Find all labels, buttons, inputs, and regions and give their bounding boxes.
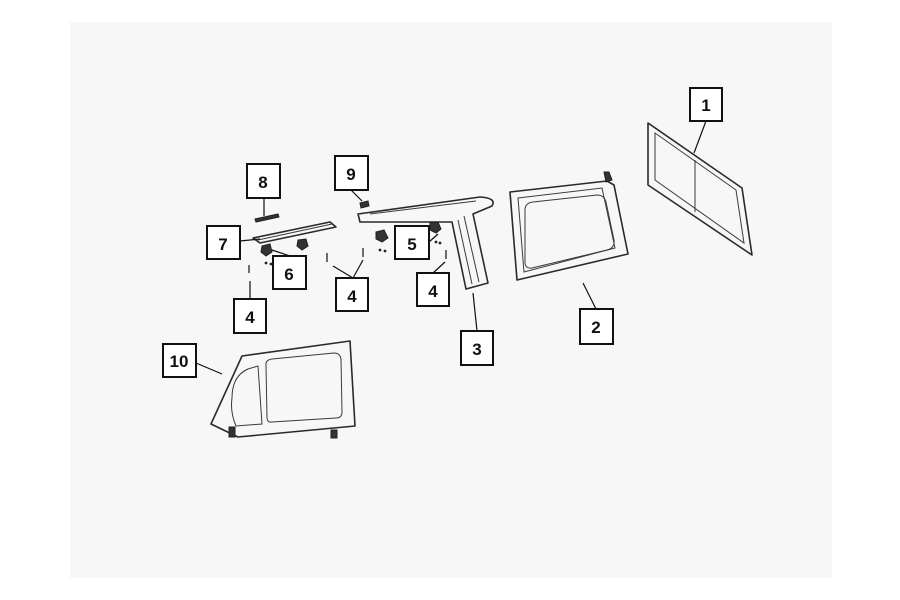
callout-10: 10 bbox=[162, 343, 197, 378]
callout-4-left: 4 bbox=[233, 298, 267, 334]
callout-4-right-label: 4 bbox=[428, 282, 438, 301]
part-clip bbox=[254, 213, 280, 223]
callout-8-label: 8 bbox=[258, 173, 267, 192]
callout-4-middle-label: 4 bbox=[347, 287, 357, 306]
callout-6-label: 6 bbox=[284, 265, 293, 284]
part-bracket bbox=[359, 200, 370, 209]
callout-3: 3 bbox=[460, 330, 494, 366]
callout-7: 7 bbox=[206, 225, 241, 260]
callout-4-middle: 4 bbox=[335, 277, 369, 312]
callout-9: 9 bbox=[334, 155, 369, 191]
part-latches-right bbox=[375, 221, 442, 243]
callout-5: 5 bbox=[394, 225, 430, 260]
callout-2-label: 2 bbox=[591, 318, 600, 337]
callout-4-left-label: 4 bbox=[245, 308, 255, 327]
leader-lines bbox=[195, 120, 707, 375]
callout-5-label: 5 bbox=[407, 235, 416, 254]
callout-8: 8 bbox=[246, 163, 281, 199]
callout-1-label: 1 bbox=[701, 96, 710, 115]
callout-2: 2 bbox=[579, 308, 614, 345]
part-front-quarter-panel bbox=[210, 340, 356, 439]
callout-7-label: 7 bbox=[218, 235, 227, 254]
part-header-rail bbox=[252, 221, 337, 244]
part-side-window bbox=[509, 171, 629, 281]
callout-4-right: 4 bbox=[416, 272, 450, 307]
part-screws bbox=[248, 240, 447, 273]
part-rear-window bbox=[647, 122, 753, 256]
callout-10-label: 10 bbox=[170, 352, 189, 371]
callout-3-label: 3 bbox=[472, 340, 481, 359]
callout-6: 6 bbox=[272, 255, 307, 290]
callout-9-label: 9 bbox=[346, 165, 355, 184]
part-b-pillar bbox=[357, 196, 494, 290]
callout-1: 1 bbox=[689, 87, 723, 122]
part-latches-left bbox=[260, 238, 309, 257]
